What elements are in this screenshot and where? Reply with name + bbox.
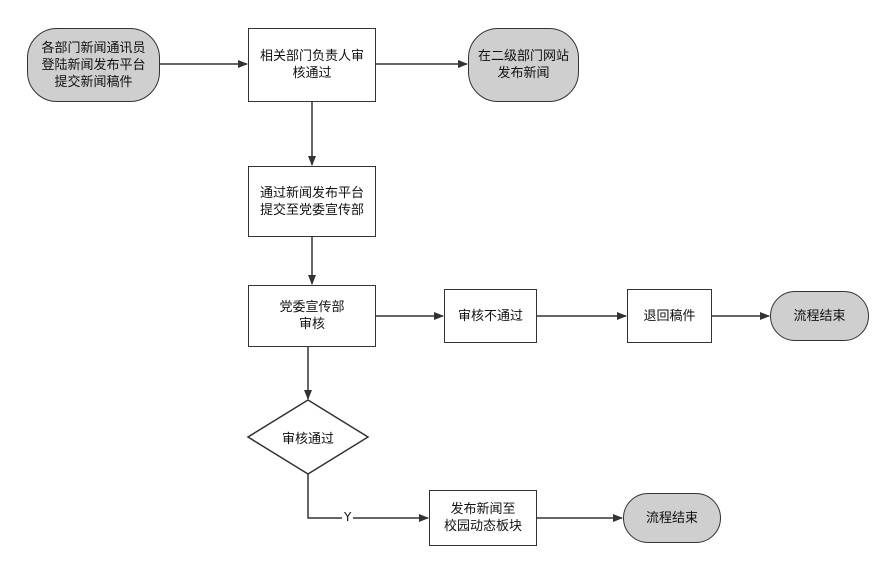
review-pass-diamond [246, 399, 370, 475]
node-party-review: 党委宣传部 审核 [248, 285, 376, 347]
node-platform-submit: 通过新闻发布平台 提交至党委宣传部 [248, 166, 376, 237]
node-return-draft: 退回稿件 [627, 289, 712, 343]
node-end-top: 流程结束 [770, 291, 869, 341]
node-end-bottom: 流程结束 [623, 493, 721, 543]
edge-review-pass-to-publish-campus [307, 474, 429, 522]
yes-edge-label: Y [342, 510, 354, 524]
node-review-fail: 审核不通过 [444, 289, 537, 343]
node-publish-campus: 发布新闻至 校园动态板块 [429, 490, 537, 546]
node-publish-secondary: 在二级部门网站 发布新闻 [468, 28, 579, 102]
node-dept-review: 相关部门负责人审 核通过 [248, 28, 376, 102]
node-submit-news: 各部门新闻通讯员 登陆新闻发布平台 提交新闻稿件 [27, 28, 160, 102]
review-pass-label: 审核通过 [281, 432, 334, 447]
